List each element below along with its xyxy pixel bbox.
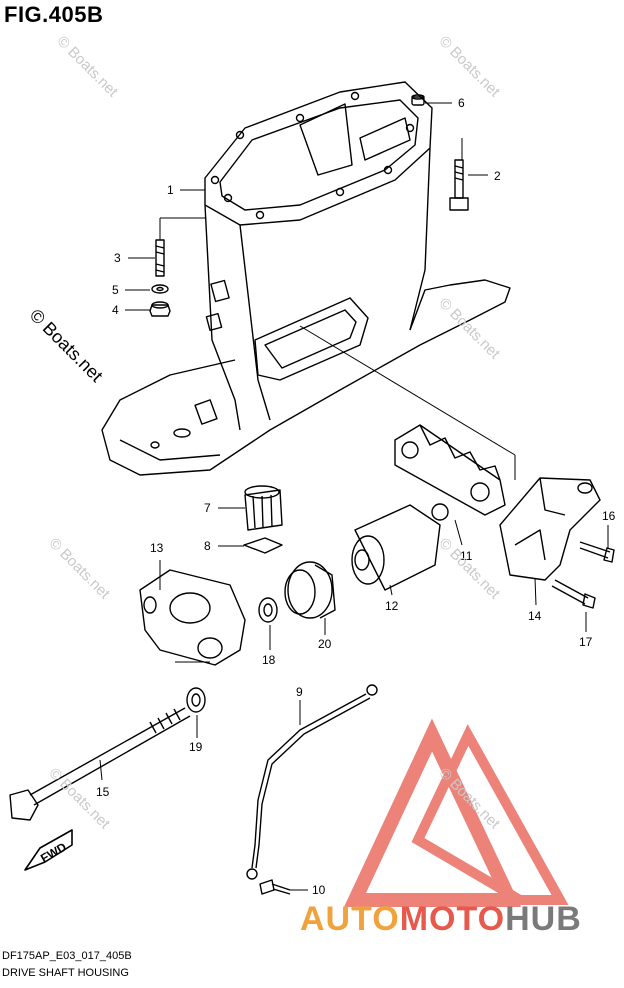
washer-part-19 [186, 687, 206, 713]
bolt-part-2 [449, 159, 469, 211]
callout-18: 18 [262, 653, 276, 667]
callout-15: 15 [96, 785, 110, 799]
bolt-part-16 [579, 541, 615, 563]
brand-auto: AUTO [300, 900, 400, 938]
washer-part-5 [151, 284, 169, 294]
callout-4: 4 [112, 303, 119, 317]
figure-name: DRIVE SHAFT HOUSING [2, 967, 129, 979]
brand-hub: HUB [505, 900, 582, 938]
callout-12: 12 [385, 599, 399, 613]
mount-bracket-part-14 [499, 477, 601, 581]
screw-part-10 [259, 879, 291, 895]
washer-part-18 [258, 597, 278, 623]
figure-code: DF175AP_E03_017_405B [2, 950, 132, 962]
figure-title: FIG.405B [4, 2, 104, 27]
callout-16: 16 [602, 509, 616, 523]
callout-17: 17 [579, 635, 593, 649]
stud-bolt-part [155, 239, 165, 277]
brand-moto: MOTO [399, 900, 506, 938]
callout-14: 14 [528, 609, 542, 623]
nut-part-4 [149, 301, 171, 317]
fwd-arrow-icon [24, 829, 73, 871]
bushing-part-20 [284, 561, 336, 619]
callout-2: 2 [494, 169, 501, 183]
mount-rubber-part-12 [351, 503, 449, 591]
drive-shaft-housing-part [101, 81, 511, 476]
callout-19: 19 [189, 740, 203, 754]
callout-9: 9 [296, 685, 303, 699]
ground-wire-part-9 [246, 684, 378, 880]
callout-5: 5 [112, 283, 119, 297]
callout-11: 11 [460, 549, 473, 563]
clamp-bracket-part-13 [139, 569, 246, 666]
collar-part-7 [244, 485, 283, 531]
clip-part-8 [243, 537, 283, 554]
callout-6: 6 [458, 96, 465, 110]
bolt-part-17 [551, 579, 596, 609]
callout-13: 13 [150, 541, 164, 555]
callout-7: 7 [204, 501, 211, 515]
fwd-label: FWD [38, 840, 69, 866]
callout-10: 10 [312, 883, 326, 897]
leader-lines [99, 102, 609, 891]
callout-3: 3 [114, 251, 121, 265]
automotohub-brand: AUTOMOTOHUB [300, 900, 582, 939]
callout-20: 20 [318, 637, 332, 651]
callout-8: 8 [204, 539, 211, 553]
callout-1: 1 [167, 183, 174, 197]
automotohub-logo-icon [344, 718, 569, 907]
rubber-mount-part-11 [394, 424, 506, 516]
long-bolt-part-15 [9, 707, 191, 821]
dowel-pin-part [411, 94, 425, 106]
